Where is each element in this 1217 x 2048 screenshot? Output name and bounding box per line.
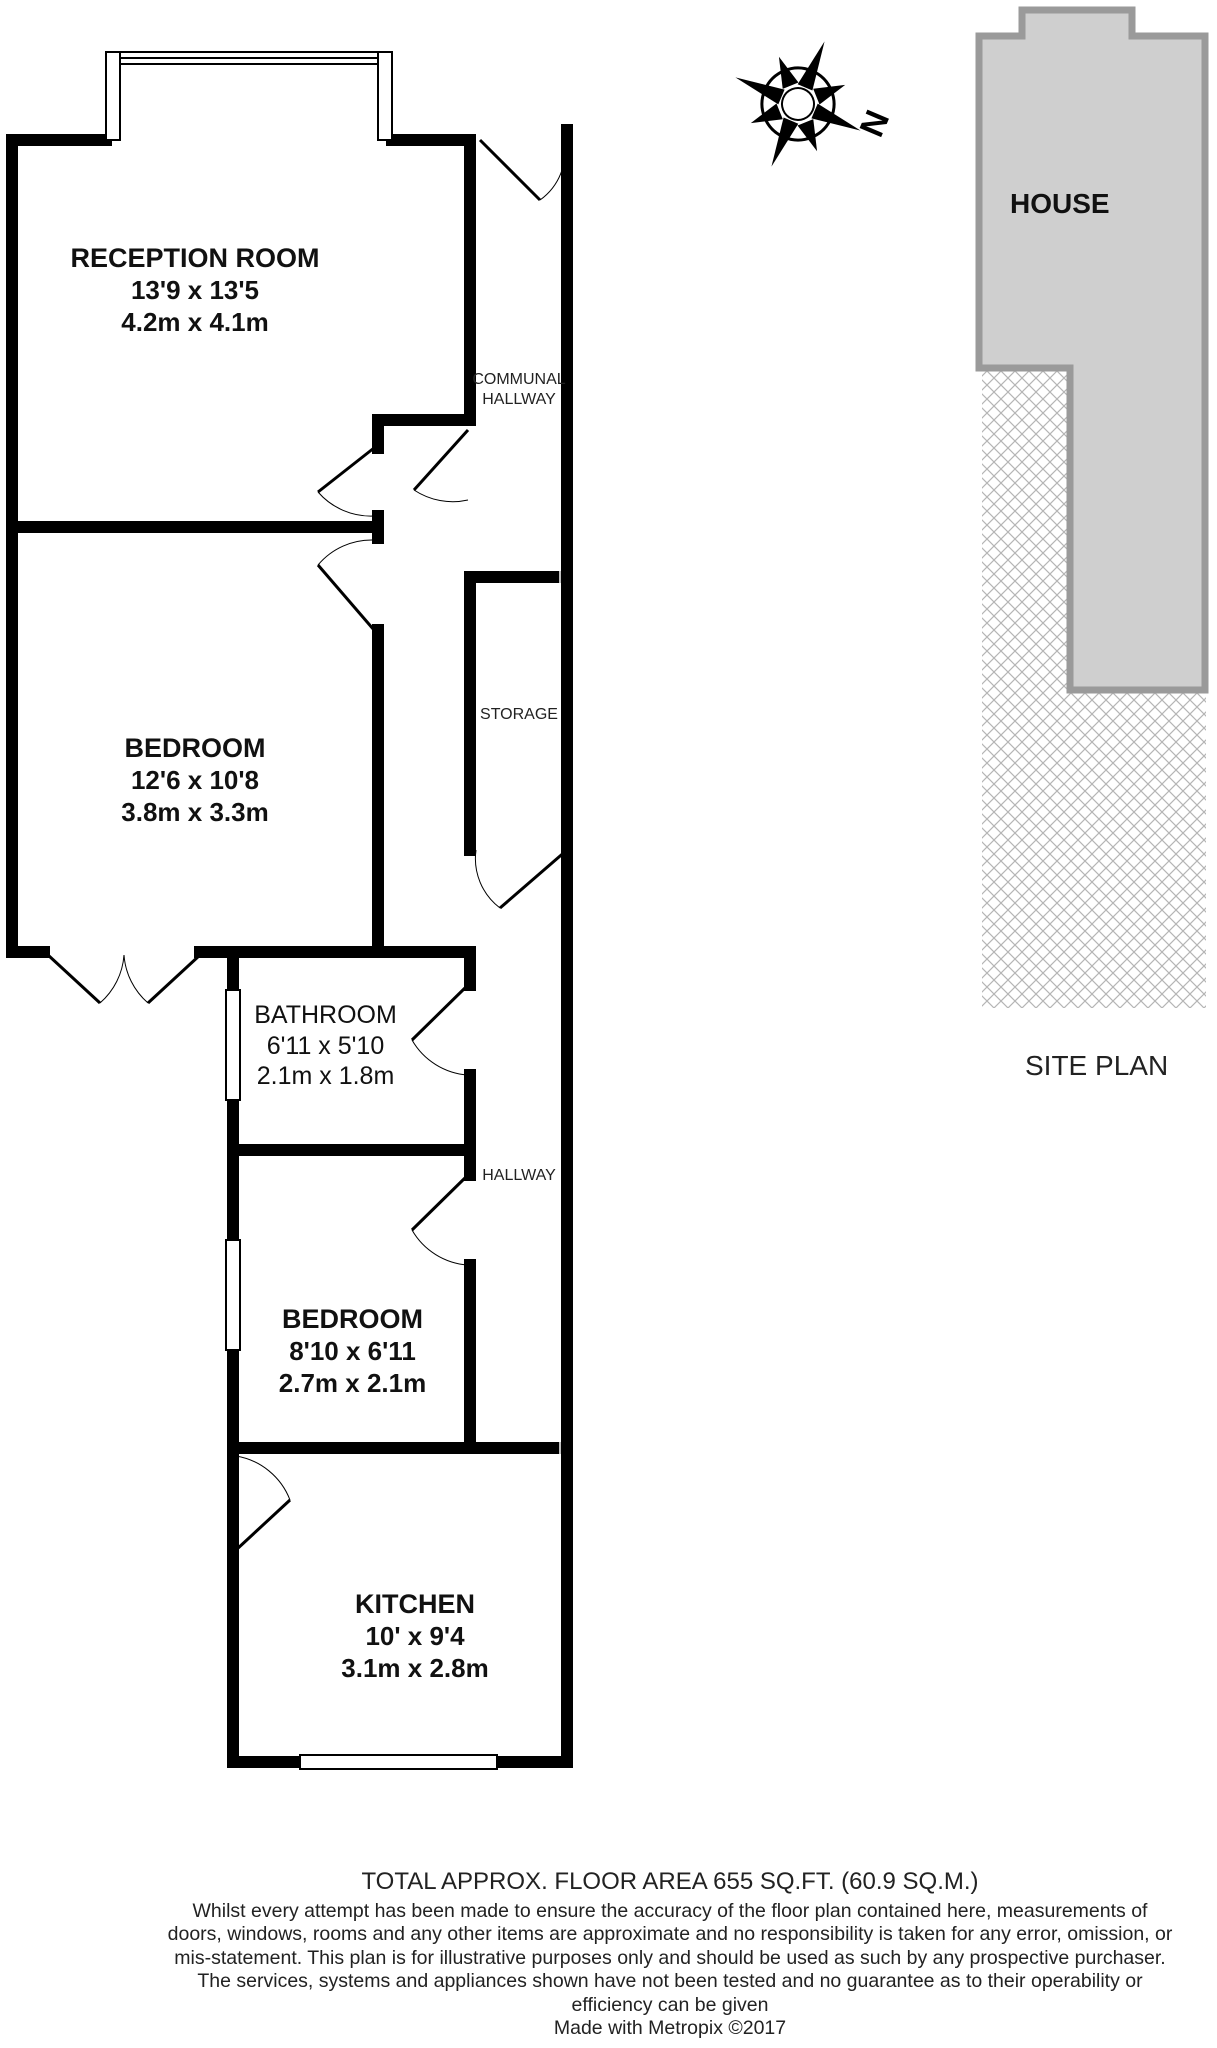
disclaimer-text: Whilst every attempt has been made to en…	[167, 1900, 1173, 2016]
reception-room-label: RECEPTION ROOM 13'9 x 13'5 4.2m x 4.1m	[40, 242, 350, 338]
kitchen-metric: 3.1m x 2.8m	[341, 1652, 489, 1683]
kitchen-imperial: 10' x 9'4	[365, 1620, 465, 1651]
compass-rose-icon	[735, 41, 861, 167]
communal-hallway-label: COMMUNAL HALLWAY	[472, 370, 566, 410]
compass-north-letter: N	[853, 105, 898, 142]
house-outline	[975, 6, 1209, 694]
bedroom1-imperial: 12'6 x 10'8	[130, 764, 260, 795]
bedroom1-name: BEDROOM	[124, 733, 266, 763]
reception-room-name: RECEPTION ROOM	[70, 243, 320, 273]
bathroom-imperial: 6'11 x 5'10	[266, 1031, 385, 1060]
storage-label: STORAGE	[480, 706, 558, 723]
bedroom1-metric: 3.8m x 3.3m	[121, 796, 269, 827]
communal-label-line2: HALLWAY	[482, 391, 556, 408]
reception-room-metric: 4.2m x 4.1m	[121, 306, 269, 337]
bedroom2-label: BEDROOM 8'10 x 6'11 2.7m x 2.1m	[245, 1303, 460, 1399]
bathroom-label: BATHROOM 6'11 x 5'10 2.1m x 1.8m	[238, 1000, 413, 1092]
bedroom2-name: BEDROOM	[282, 1304, 423, 1334]
total-floor-area: TOTAL APPROX. FLOOR AREA 655 SQ.FT. (60.…	[361, 1868, 979, 1895]
bedroom1-label: BEDROOM 12'6 x 10'8 3.8m x 3.3m	[55, 732, 335, 828]
communal-label-line1: COMMUNAL	[472, 371, 566, 388]
bathroom-name: BATHROOM	[254, 1001, 397, 1029]
doors	[46, 138, 568, 1552]
bathroom-metric: 2.1m x 1.8m	[256, 1062, 395, 1090]
house-label: HOUSE	[1010, 188, 1110, 219]
reception-room-imperial: 13'9 x 13'5	[130, 274, 260, 305]
floor-plan-walls	[6, 124, 573, 1768]
bedroom2-metric: 2.7m x 2.1m	[278, 1367, 427, 1398]
windows	[105, 51, 498, 1770]
hallway-label: HALLWAY	[482, 1167, 556, 1184]
kitchen-name: KITCHEN	[355, 1589, 475, 1619]
site-plan-label: SITE PLAN	[1025, 1050, 1169, 1081]
kitchen-label: KITCHEN 10' x 9'4 3.1m x 2.8m	[285, 1588, 545, 1684]
credit-text: Made with Metropix ©2017	[553, 2016, 787, 2039]
footer: TOTAL APPROX. FLOOR AREA 655 SQ.FT. (60.…	[120, 1868, 1217, 2040]
bedroom2-imperial: 8'10 x 6'11	[289, 1335, 416, 1366]
